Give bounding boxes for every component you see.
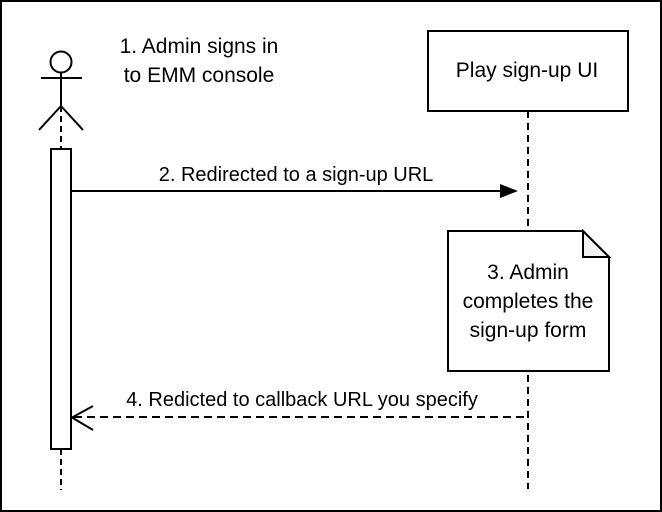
note-body [447,230,610,372]
message-2-arrow [71,184,518,198]
arrowhead-open-icon [69,405,94,431]
participant-box [427,30,629,112]
actor-left-leg [38,105,62,131]
arrowhead-solid-icon [500,184,518,198]
note-shape [447,228,612,372]
actor-head [49,50,73,74]
message-4-arrow [69,405,528,431]
message-2-label: 2. Redirected to a sign-up URL [158,164,434,186]
participant-label: Play sign-up UI [455,59,599,82]
note-label: 3. Admin completes the sign-up form [462,260,594,342]
actor-figure [38,50,84,131]
actor-step-label: 1. Admin signs in to EMM console [119,35,279,87]
actor-right-leg [60,105,84,131]
activation-bar [50,148,72,450]
note-fold-icon [582,228,612,258]
message-4-label: 4. Redicted to callback URL you specify [126,389,478,411]
